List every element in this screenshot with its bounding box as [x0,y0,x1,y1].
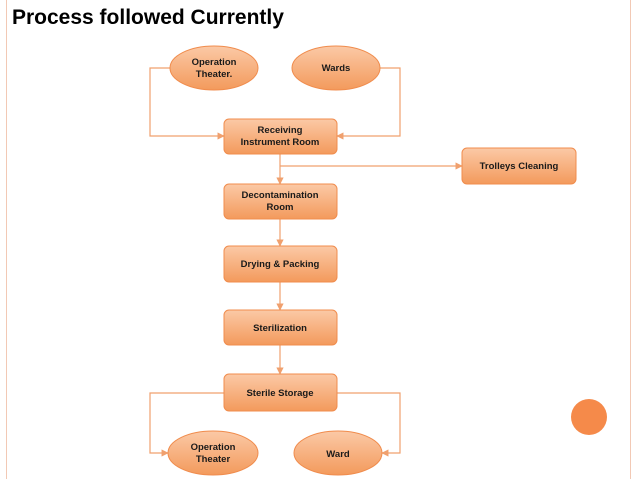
box-shape [223,309,338,346]
node-label-line2: Room [267,202,294,213]
node-label: Sterile Storage [246,388,313,399]
node-label-line1: Operation [192,57,237,68]
accent-circle [571,399,607,435]
node-sterile-storage: Sterile Storage [223,373,338,412]
box-shape [461,147,577,185]
node-drying-packing: Drying & Packing [223,245,338,283]
node-label: Trolleys Cleaning [480,161,559,172]
arrow-wards-to-receiving [336,67,401,140]
ellipse-shape [291,45,381,91]
box-shape [223,373,338,412]
box-shape [223,183,338,220]
node-label: Ward [326,449,350,460]
arrow-operation-theater-to-receiving [149,67,225,140]
node-label: Sterilization [253,323,307,334]
page-title: Process followed Currently [12,6,284,29]
right-frame-line [630,0,631,479]
node-label-line1: Receiving [258,125,303,136]
box-shape [223,118,338,155]
node-label: Drying & Packing [241,259,320,270]
node-ward: Ward [293,430,383,476]
node-label: Wards [322,63,351,74]
arrow-storage-to-operation-theater [149,392,224,457]
ellipse-shape [167,430,259,476]
node-label-line2: Instrument Room [241,137,320,148]
node-label-line1: Operation [191,442,236,453]
node-label-line1: Decontamination [241,190,318,201]
ellipse-shape [169,45,259,91]
node-wards: Wards [291,45,381,91]
node-label-line2: Theater [196,454,231,465]
node-sterilization: Sterilization [223,309,338,346]
box-shape [223,245,338,283]
node-operation-theater-bottom: Operation Theater [167,430,259,476]
node-receiving-instrument-room: Receiving Instrument Room [223,118,338,155]
ellipse-shape [293,430,383,476]
node-operation-theater-top: Operation Theater. [169,45,259,91]
arrow-storage-to-ward [337,392,401,457]
node-trolleys-cleaning: Trolleys Cleaning [461,147,577,185]
node-label-line2: Theater. [196,69,232,80]
node-decontamination-room: Decontamination Room [223,183,338,220]
left-frame-line [6,0,7,479]
